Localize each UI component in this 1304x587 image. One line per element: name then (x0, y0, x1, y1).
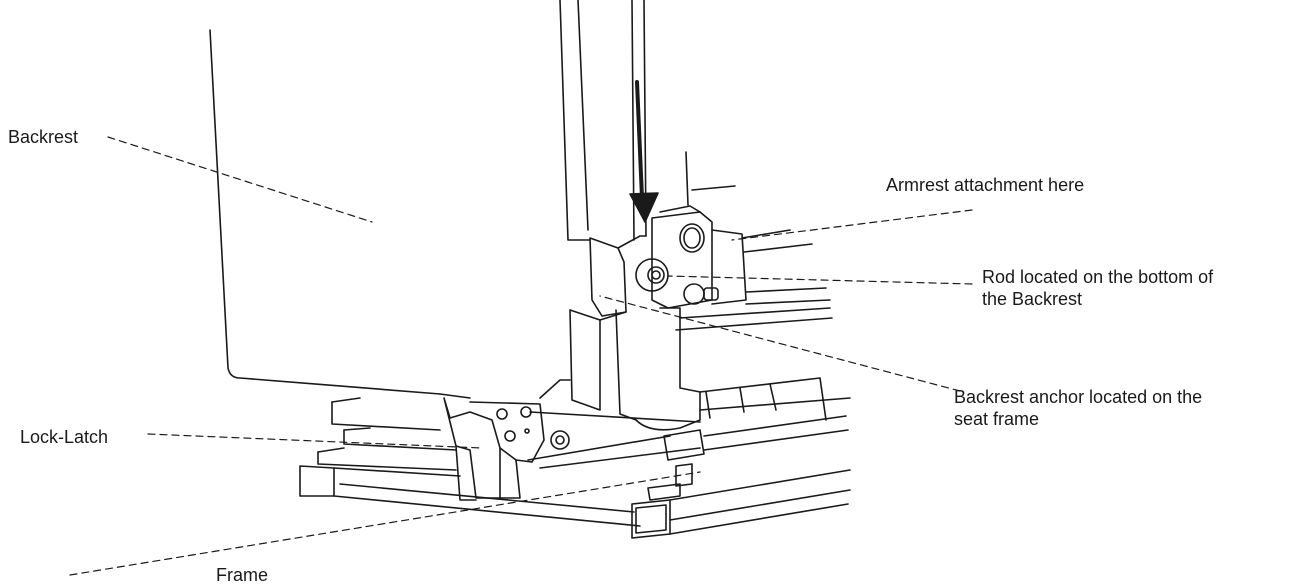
left-rails (299, 427, 641, 527)
down-arrow-icon (629, 80, 659, 223)
backrest-rod (635, 223, 719, 305)
leader-armrest (731, 209, 973, 241)
leader-frame (69, 471, 701, 576)
label-anchor-line-2: seat frame (954, 409, 1040, 429)
label-rod: Rod located on the bottom of the Backres… (982, 266, 1213, 310)
leader-lines (69, 136, 973, 576)
label-lock-latch: Lock-Latch (20, 427, 109, 447)
backrest-panel (209, 0, 591, 399)
leader-anchor (599, 295, 961, 392)
leader-rod (667, 275, 973, 285)
label-rod-line-1: Rod located on the bottom of (982, 267, 1214, 287)
label-anchor-line-1: Backrest anchor located on the (954, 387, 1203, 407)
backrest-anchor-bracket (589, 205, 747, 317)
label-armrest-attachment: Armrest attachment here (886, 175, 1085, 195)
leader-backrest (107, 136, 373, 223)
label-rod-line-2: the Backrest (982, 289, 1083, 309)
label-backrest: Backrest (8, 127, 79, 147)
seat-frame (631, 415, 851, 539)
armrest-frame-members (675, 229, 833, 331)
seat-rails (331, 377, 851, 469)
lock-latch (443, 397, 570, 501)
label-backrest-anchor: Backrest anchor located on the seat fram… (954, 386, 1202, 430)
label-frame: Frame (216, 565, 269, 585)
seat-frame-bracket (569, 307, 701, 431)
leader-lock-latch (147, 433, 483, 449)
